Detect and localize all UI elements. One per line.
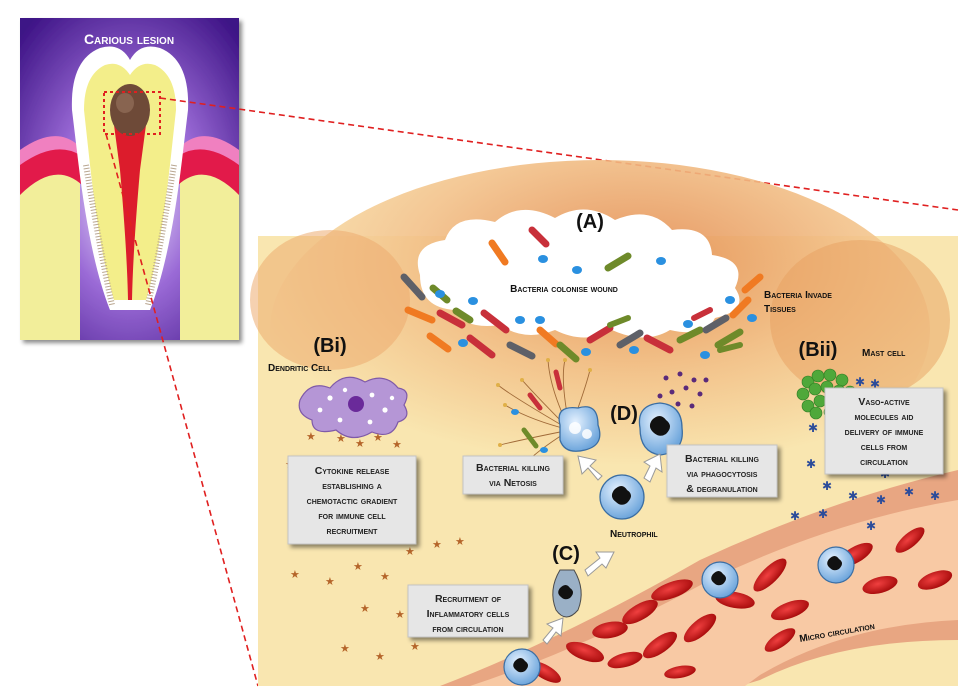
box-cytokine-line3: chemotactic gradient xyxy=(307,495,398,507)
box-cytokine: Cytokine release establishing a chemotac… xyxy=(287,455,417,545)
box-cytokine-line4: for immune cell xyxy=(318,510,386,522)
svg-text:★: ★ xyxy=(360,602,370,615)
label-dendritic-cell: Dendritic Cell xyxy=(268,363,332,374)
box-netosis: Bacterial killing via Netosis xyxy=(462,455,564,495)
micro-circulation-vessel xyxy=(440,470,958,686)
pulp xyxy=(112,95,148,300)
box-phagocytosis: Bacterial killing via phagocytosis & deg… xyxy=(666,444,778,498)
zoom-region xyxy=(103,91,161,135)
svg-text:★: ★ xyxy=(290,568,300,581)
svg-text:★: ★ xyxy=(353,560,363,573)
label-bii: (Bii) xyxy=(799,339,838,361)
circulating-neutrophils xyxy=(503,546,855,686)
box-recruit-line3: from circulation xyxy=(432,623,503,635)
dendritic-cell xyxy=(298,376,408,439)
svg-text:✱: ✱ xyxy=(790,509,800,523)
box-cytokine-line2: establishing a xyxy=(322,480,382,492)
gum-edge-right xyxy=(180,136,239,165)
box-vaso-line4: cells from xyxy=(861,441,908,453)
label-bi: (Bi) xyxy=(313,335,346,357)
svg-text:✱: ✱ xyxy=(866,519,876,533)
svg-text:★: ★ xyxy=(306,430,316,443)
svg-text:★: ★ xyxy=(395,608,405,621)
box-vaso-line1: Vaso-active xyxy=(858,396,910,408)
label-a: (A) xyxy=(576,211,604,233)
box-phago-line1: Bacterial killing xyxy=(685,453,759,465)
svg-text:✱: ✱ xyxy=(930,489,940,503)
box-vaso-line3: delivery of immune xyxy=(845,426,924,438)
svg-text:✱: ✱ xyxy=(870,377,880,391)
box-recruit-line2: Inflammatory cells xyxy=(427,608,510,620)
box-cytokine-line1: Cytokine release xyxy=(315,465,390,477)
box-vaso-line5: circulation xyxy=(860,456,908,468)
svg-text:✱: ✱ xyxy=(904,485,914,499)
svg-text:★: ★ xyxy=(405,545,415,558)
box-phago-line2: via phagocytosis xyxy=(687,468,758,480)
box-phago-line3: & degranulation xyxy=(686,483,757,495)
label-neutrophil: Neutrophil xyxy=(610,529,658,540)
bone-left xyxy=(20,143,80,340)
tooth-inset: Carious lesion xyxy=(20,18,239,340)
svg-text:★: ★ xyxy=(336,432,346,445)
gum-edge-left xyxy=(20,136,80,165)
label-bacteria-invade-line1: Bacteria Invade xyxy=(764,290,832,301)
svg-text:★: ★ xyxy=(432,538,442,551)
svg-text:★: ★ xyxy=(455,535,465,548)
svg-text:★: ★ xyxy=(373,431,383,444)
inset-title: Carious lesion xyxy=(84,31,174,47)
svg-text:★: ★ xyxy=(375,650,385,663)
migrating-neutrophil xyxy=(552,569,582,618)
svg-text:✱: ✱ xyxy=(848,489,858,503)
svg-text:✱: ✱ xyxy=(818,507,828,521)
svg-text:★: ★ xyxy=(410,640,420,653)
box-netosis-line2: via Netosis xyxy=(489,477,537,489)
box-vaso-line2: molecules aid xyxy=(855,411,914,423)
svg-text:★: ★ xyxy=(380,570,390,583)
box-recruitment: Recruitment of Inflammatory cells from c… xyxy=(407,584,529,638)
svg-text:✱: ✱ xyxy=(822,479,832,493)
neutrophil-cell xyxy=(599,474,645,520)
svg-text:★: ★ xyxy=(340,642,350,655)
svg-text:✱: ✱ xyxy=(876,493,886,507)
arrows xyxy=(542,453,663,645)
box-cytokine-line5: recruitment xyxy=(327,525,379,537)
label-c: (C) xyxy=(552,543,580,565)
box-recruit-line1: Recruitment of xyxy=(435,593,502,605)
svg-text:★: ★ xyxy=(392,438,402,451)
box-netosis-line1: Bacterial killing xyxy=(476,462,550,474)
svg-text:✱: ✱ xyxy=(855,375,865,389)
label-mast-cell: Mast cell xyxy=(862,348,906,359)
svg-text:★: ★ xyxy=(355,437,365,450)
svg-text:★: ★ xyxy=(325,575,335,588)
svg-text:✱: ✱ xyxy=(806,457,816,471)
svg-text:✱: ✱ xyxy=(808,421,818,435)
zoom-line-bottom xyxy=(105,133,259,687)
zoom-line-top xyxy=(159,97,959,211)
box-vaso-active: Vaso-active molecules aid delivery of im… xyxy=(824,387,944,475)
label-d: (D) xyxy=(610,403,638,425)
label-bacteria-invade-line2: Tissues xyxy=(764,304,796,315)
netosis-neutrophil xyxy=(496,358,601,472)
root-striations xyxy=(83,164,177,306)
phagocytosis-neutrophil xyxy=(638,371,709,456)
label-bacteria-colonise: Bacteria colonise wound xyxy=(510,284,618,295)
bone-right xyxy=(180,143,239,340)
bacteria xyxy=(400,226,764,363)
